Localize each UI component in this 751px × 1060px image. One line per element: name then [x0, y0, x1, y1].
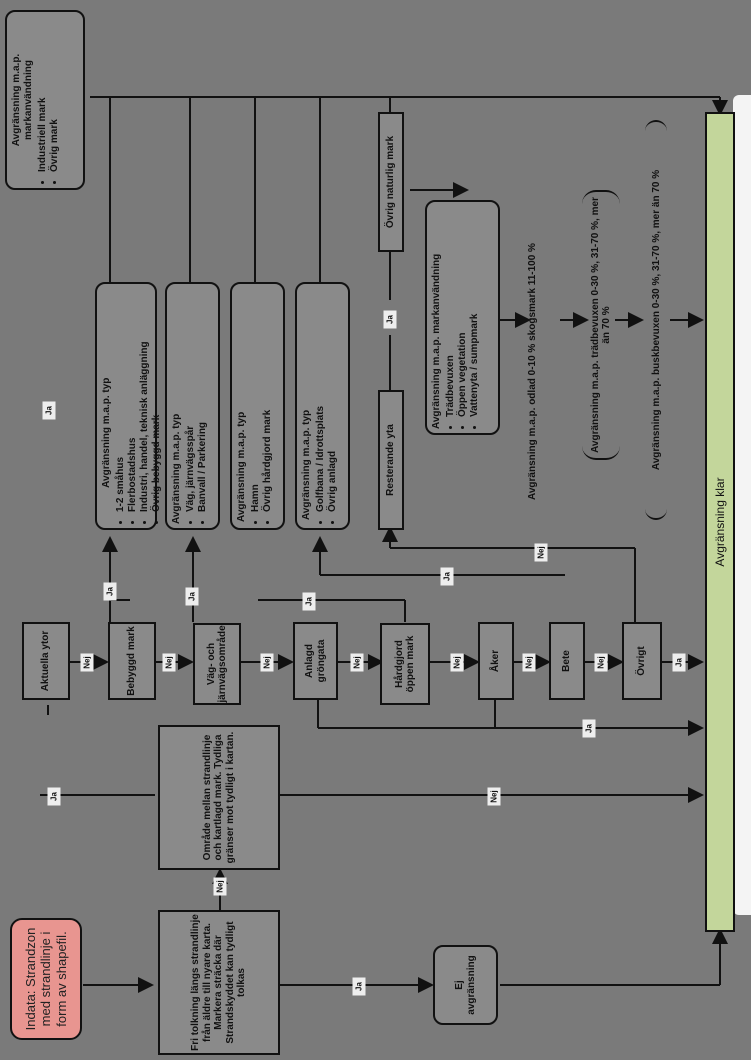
- box-second: Område mellan strandlinje och kartlagd m…: [158, 725, 280, 870]
- box-ovrigt: Övrigt: [622, 622, 662, 700]
- box-second-text: Område mellan strandlinje och kartlagd m…: [201, 731, 236, 864]
- edge-label-nej: Nej: [162, 653, 176, 672]
- edge-label-ja: Ja: [47, 787, 61, 806]
- edge-label-ja: Ja: [103, 582, 117, 601]
- g4-title: Avgränsning m.a.p. typ: [301, 409, 312, 521]
- box-ovrig-naturlig: Övrig naturlig mark: [378, 112, 404, 252]
- group-top: Avgränsning m.a.p. markanvändning Indust…: [5, 10, 85, 190]
- input-box: Indata: Strandzon med strandlinje i form…: [10, 918, 82, 1040]
- g1-item: Industri, handel, teknisk anläggning: [139, 341, 151, 512]
- final-text: Avgränsning klar: [713, 477, 727, 567]
- bebyggd-text: Bebyggd mark: [126, 626, 138, 696]
- g4-item: Golfbana / Idrottsplats: [315, 406, 327, 512]
- box-bebyggd-mark: Bebyggd mark: [108, 622, 156, 700]
- g1-title: Avgränsning m.a.p. typ: [101, 377, 112, 488]
- ovrigt-text: Övrigt: [636, 646, 648, 676]
- bete-text: Bete: [561, 650, 573, 672]
- box-vag: Väg- och järnvägsområde: [193, 623, 241, 705]
- aker-text: Åker: [490, 649, 502, 673]
- edge-label-nej: Nej: [450, 653, 464, 672]
- input-text: Indata: Strandzon med strandlinje i form…: [22, 927, 69, 1031]
- box-anlagd: Anlagd gröngata: [293, 622, 338, 700]
- edge-label-nej: Nej: [594, 653, 608, 672]
- edge-label-nej: Nej: [260, 653, 274, 672]
- top-item: Övrig mark: [49, 16, 61, 172]
- group-anlagd: Avgränsning m.a.p. typ Golfbana / Idrott…: [295, 282, 350, 530]
- edge-label-ja: Ja: [440, 567, 454, 586]
- g3-title: Avgränsning m.a.p. typ: [236, 411, 247, 522]
- g1-item: 1-2 småhus: [115, 341, 127, 512]
- edge-label-ja: Ja: [582, 719, 596, 738]
- scroll-panel: [733, 95, 751, 915]
- box-resterande: Resterande yta: [378, 390, 404, 530]
- group-bebyggd: Avgränsning m.a.p. typ 1-2 småhusFlerbos…: [95, 282, 162, 530]
- edge-label-ja: Ja: [352, 977, 366, 996]
- g2-item: Banvall / Parkering: [197, 414, 209, 512]
- g3-item: Hamn: [250, 410, 262, 512]
- g2-title: Avgränsning m.a.p. typ: [171, 413, 182, 524]
- text-tradbevuxen-brace: Avgränsning m.a.p. trädbevuxen 0-30 %, 3…: [582, 190, 620, 460]
- g5-item: Öppen vegetation: [457, 254, 469, 417]
- g5-item: Vattenyta / sumpmark: [469, 254, 481, 417]
- edge-label-nej: Nej: [350, 653, 364, 672]
- edge-label-ja: Ja: [672, 653, 686, 672]
- edge-label-nej: Nej: [213, 877, 227, 896]
- g3-item: Övrig hårdgjord mark: [262, 410, 274, 512]
- g5-title: Avgränsning m.a.p. markanvändning: [431, 253, 442, 429]
- g5-item: Trädbevuxen: [445, 254, 457, 417]
- edge-label-nej: Nej: [80, 653, 94, 672]
- text-buskbevuxen-brace: Avgränsning m.a.p. buskbevuxen 0-30 %, 3…: [645, 120, 667, 520]
- g2-item: Väg, järnvägsspår: [185, 414, 197, 512]
- edge-label-ja: Ja: [383, 310, 397, 329]
- edge-label-ja: Ja: [42, 401, 56, 420]
- g4-item: Övrig anlagd: [327, 406, 339, 512]
- anlagd-text: Anlagd gröngata: [304, 639, 327, 683]
- g1-item: Flerbostadshus: [127, 341, 139, 512]
- group-markanvandning: Avgränsning m.a.p. markanvändning Trädbe…: [425, 200, 500, 435]
- edge-label-nej: Nej: [522, 653, 536, 672]
- edge-label-nej: Nej: [534, 543, 548, 562]
- box-ejavgr-text: Ej avgränsning: [453, 955, 477, 1015]
- g1-item: Övrig bebyggd mark: [151, 341, 163, 512]
- box-ej-avgransning: Ej avgränsning: [433, 945, 498, 1025]
- ovrig-naturlig-text: Övrig naturlig mark: [385, 135, 397, 229]
- box-first: Fri tolkning längs strandlinje från äldr…: [158, 910, 280, 1055]
- text-tradbevuxen: Avgränsning m.a.p. trädbevuxen 0-30 %, 3…: [590, 197, 612, 453]
- text-odlad: Avgränsning m.a.p. odlad 0-10 % skogsmar…: [527, 243, 538, 500]
- box-aktuella-ytor: Aktuella ytor: [22, 622, 70, 700]
- hardgjord-text: Hårdgjord öppen mark: [393, 635, 417, 693]
- edge-label-nej: Nej: [487, 787, 501, 806]
- top-title: Avgränsning m.a.p. markanvändning: [11, 53, 34, 147]
- box-aker: Åker: [478, 622, 514, 700]
- box-hardgjord: Hårdgjord öppen mark: [380, 623, 430, 705]
- group-vag: Avgränsning m.a.p. typ Väg, järnvägsspår…: [165, 282, 220, 530]
- resterande-text: Resterande yta: [385, 424, 397, 496]
- final-box: Avgränsning klar: [705, 112, 735, 932]
- edge-label-ja: Ja: [302, 592, 316, 611]
- aktuella-text: Aktuella ytor: [40, 630, 52, 692]
- vag-text: Väg- och järnvägsområde: [205, 625, 229, 703]
- box-first-text: Fri tolkning längs strandlinje från äldr…: [190, 914, 248, 1051]
- text-buskbevuxen: Avgränsning m.a.p. buskbevuxen 0-30 %, 3…: [650, 169, 662, 471]
- edge-label-ja: Ja: [185, 587, 199, 606]
- box-bete: Bete: [549, 622, 585, 700]
- top-item: Industriell mark: [37, 16, 49, 172]
- group-hardgjord: Avgränsning m.a.p. typ HamnÖvrig hårdgjo…: [230, 282, 285, 530]
